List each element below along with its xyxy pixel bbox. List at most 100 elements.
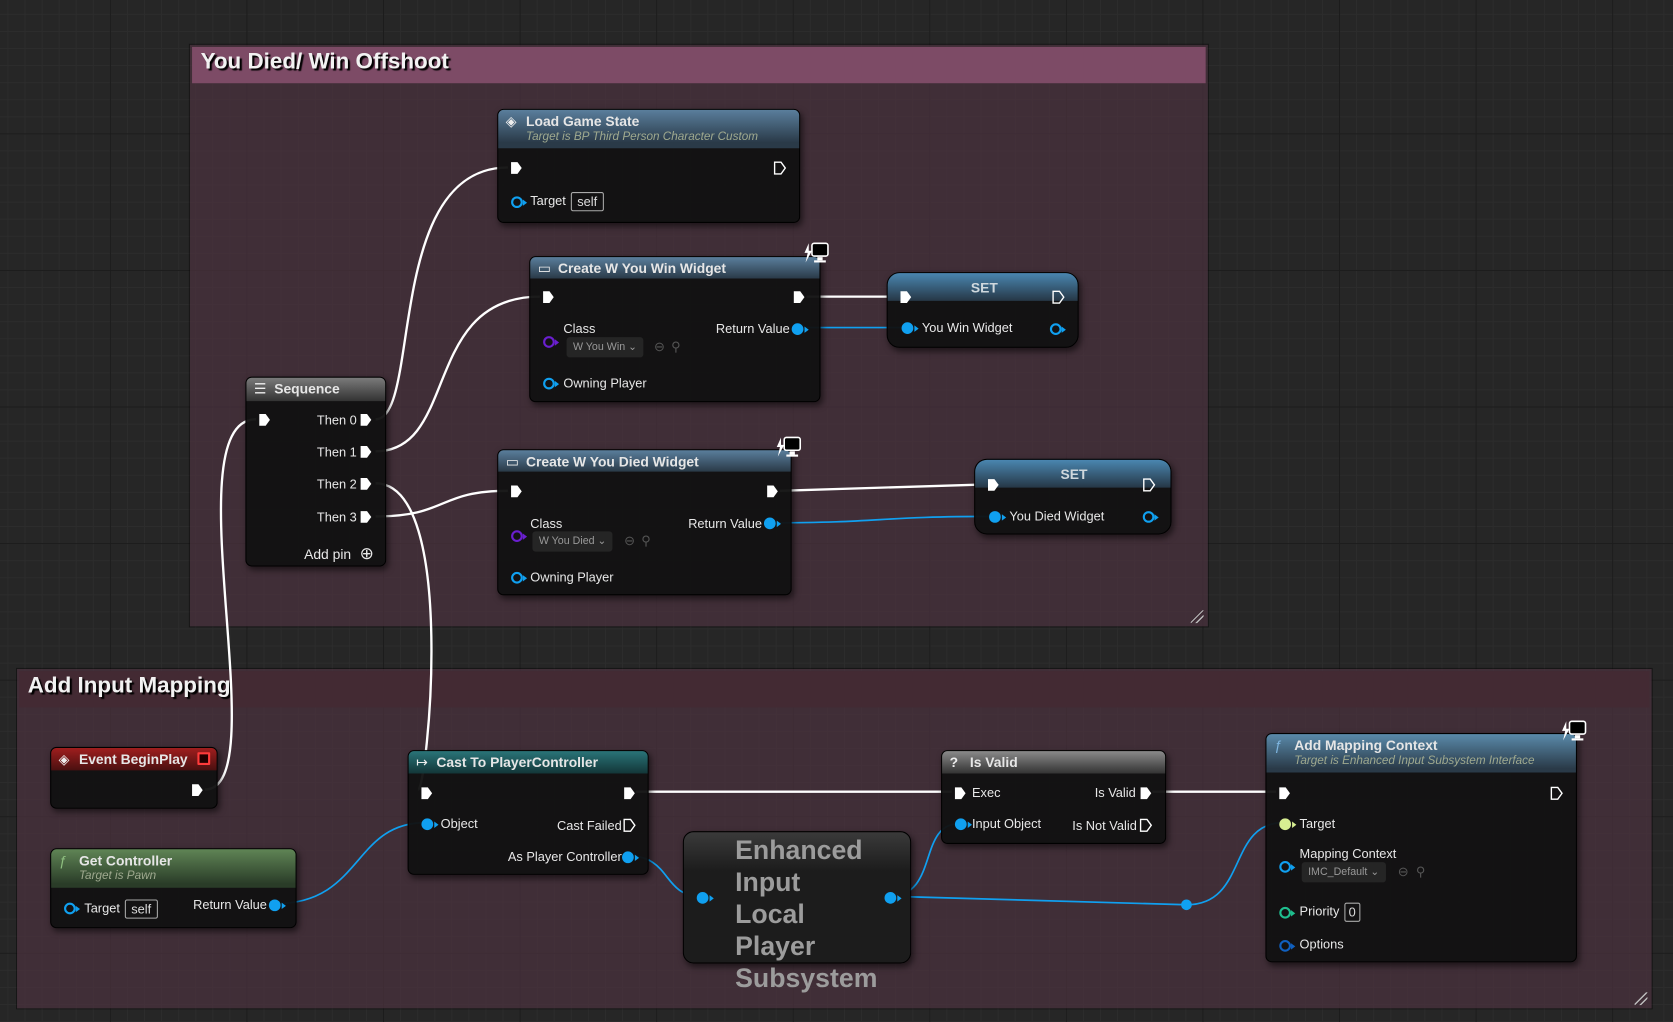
exec-out-pin[interactable] [766,484,779,498]
node-sequence[interactable]: ☰ Sequence Then 0 Then 1 Then 2 Then 3 A… [245,376,387,567]
exec-in-pin[interactable] [954,786,967,800]
add-pin-button[interactable]: Add pin [304,546,352,563]
cast-failed-label: Cast Failed [556,818,622,834]
exec-in-pin[interactable] [987,478,1000,492]
class-label: Class [563,321,596,337]
is-valid-pin[interactable] [1140,786,1153,800]
node-create-win-widget[interactable]: ▭ Create W You Win Widget Class W You Wi… [529,256,821,403]
exec-in-pin[interactable] [899,290,912,304]
return-value-pin[interactable] [268,899,286,912]
input-object-label: Input Object [972,816,1042,832]
node-title: Is Valid [969,754,1018,771]
comment-title[interactable]: Add Input Mapping [27,673,231,698]
is-not-valid-pin[interactable] [1139,818,1153,832]
resize-handle[interactable] [1634,992,1648,1006]
is-valid-label: Is Valid [1094,785,1136,801]
cast-failed-pin[interactable] [623,818,636,832]
then-0-pin[interactable] [360,413,373,427]
value-out-pin[interactable] [1049,323,1066,336]
browse-icon[interactable]: ⊖ [624,533,635,549]
node-subtitle: Target is Pawn [78,869,157,883]
input-object-pin[interactable] [954,818,973,831]
exec-in-pin[interactable] [510,484,523,498]
as-player-controller-pin[interactable] [622,851,640,864]
input-pin[interactable] [696,891,714,904]
node-enhanced-input-subsystem[interactable]: Enhanced Input Local Player Subsystem [682,831,912,993]
exec-out-pin[interactable] [1052,290,1065,304]
is-valid-icon: ? [949,754,959,771]
class-dropdown[interactable]: W You Win ⌄ [566,337,644,358]
exec-out-pin[interactable] [623,786,636,800]
object-pin[interactable] [421,818,439,831]
exec-in-pin[interactable] [1278,786,1291,800]
cast-icon: ↦ [416,754,428,771]
then-1-pin[interactable] [360,445,373,459]
priority-value[interactable]: 0 [1344,902,1361,922]
exec-in-pin[interactable] [542,290,555,304]
class-pin[interactable] [511,530,528,543]
comment-title[interactable]: You Died/ Win Offshoot [200,49,449,74]
exec-out-pin[interactable] [773,161,787,175]
owning-player-pin[interactable] [511,571,528,584]
function-icon: ƒ [1273,737,1282,754]
mapping-context-dropdown[interactable]: IMC_Default ⌄ [1301,862,1386,883]
class-pin[interactable] [543,336,560,348]
node-add-mapping-context[interactable]: ƒ Add Mapping Context Target is Enhanced… [1265,733,1577,963]
node-set-you-win[interactable]: SET You Win Widget [886,272,1079,348]
browse-icon[interactable]: ⊖ [1397,864,1409,880]
exec-out-pin[interactable] [191,783,204,797]
target-label: Target [1299,816,1336,832]
exec-in-pin[interactable] [510,161,523,175]
search-icon[interactable]: ⚲ [1415,864,1426,880]
exec-in-pin[interactable] [420,786,433,800]
sequence-icon: ☰ [253,380,267,397]
node-title: Load Game State [526,113,640,130]
return-value-pin[interactable] [791,323,809,336]
node-title: Event BeginPlay [78,751,188,768]
mapping-context-pin[interactable] [1279,861,1296,873]
then-2-pin[interactable] [360,477,373,491]
class-dropdown[interactable]: W You Died ⌄ [532,531,613,552]
priority-pin[interactable] [1279,906,1296,919]
then-2-label: Then 2 [316,476,357,492]
node-is-valid[interactable]: ? Is Valid Exec Is Valid Input Object Is… [941,750,1167,844]
value-in-pin[interactable] [901,322,919,334]
network-client-icon [776,436,802,457]
target-pin[interactable] [511,196,528,209]
add-pin-icon[interactable]: ⊕ [359,545,374,564]
options-label: Options [1299,936,1344,952]
target-value[interactable]: self [570,192,604,212]
node-get-controller[interactable]: ƒ Get Controller Target is Pawn Target s… [50,848,297,929]
value-out-pin[interactable] [1142,511,1159,523]
breakpoint-icon[interactable] [197,752,211,766]
owning-player-label: Owning Player [530,569,614,585]
exec-in-pin[interactable] [258,413,271,427]
search-icon[interactable]: ⚲ [641,533,651,549]
node-event-begin-play[interactable]: ◈ Event BeginPlay [50,746,218,809]
node-create-died-widget[interactable]: ▭ Create W You Died Widget Class W You D… [497,449,792,596]
exec-out-pin[interactable] [1143,478,1156,492]
node-set-you-died[interactable]: SET You Died Widget [974,458,1172,535]
output-pin[interactable] [884,891,902,904]
value-in-pin[interactable] [989,511,1007,523]
target-pin[interactable] [1279,818,1297,831]
return-value-pin[interactable] [763,517,782,530]
exec-out-pin[interactable] [793,290,806,304]
target-label: Target [84,900,120,916]
node-cast-to-player-controller[interactable]: ↦ Cast To PlayerController Object Cast F… [407,750,649,875]
options-pin[interactable] [1279,939,1296,952]
owning-player-pin[interactable] [543,377,560,390]
node-title: Get Controller [78,852,173,869]
target-value[interactable]: self [124,899,158,919]
resize-handle[interactable] [1190,610,1204,624]
browse-icon[interactable]: ⊖ [654,339,665,355]
node-load-game-state[interactable]: ◈ Load Game State Target is BP Third Per… [497,108,801,223]
owning-player-label: Owning Player [563,375,647,391]
then-3-pin[interactable] [360,510,373,524]
target-pin[interactable] [64,902,81,915]
node-title: Create W You Died Widget [526,453,699,470]
node-title: Add Mapping Context [1294,737,1438,754]
exec-out-pin[interactable] [1550,786,1563,800]
search-icon[interactable]: ⚲ [671,339,681,355]
